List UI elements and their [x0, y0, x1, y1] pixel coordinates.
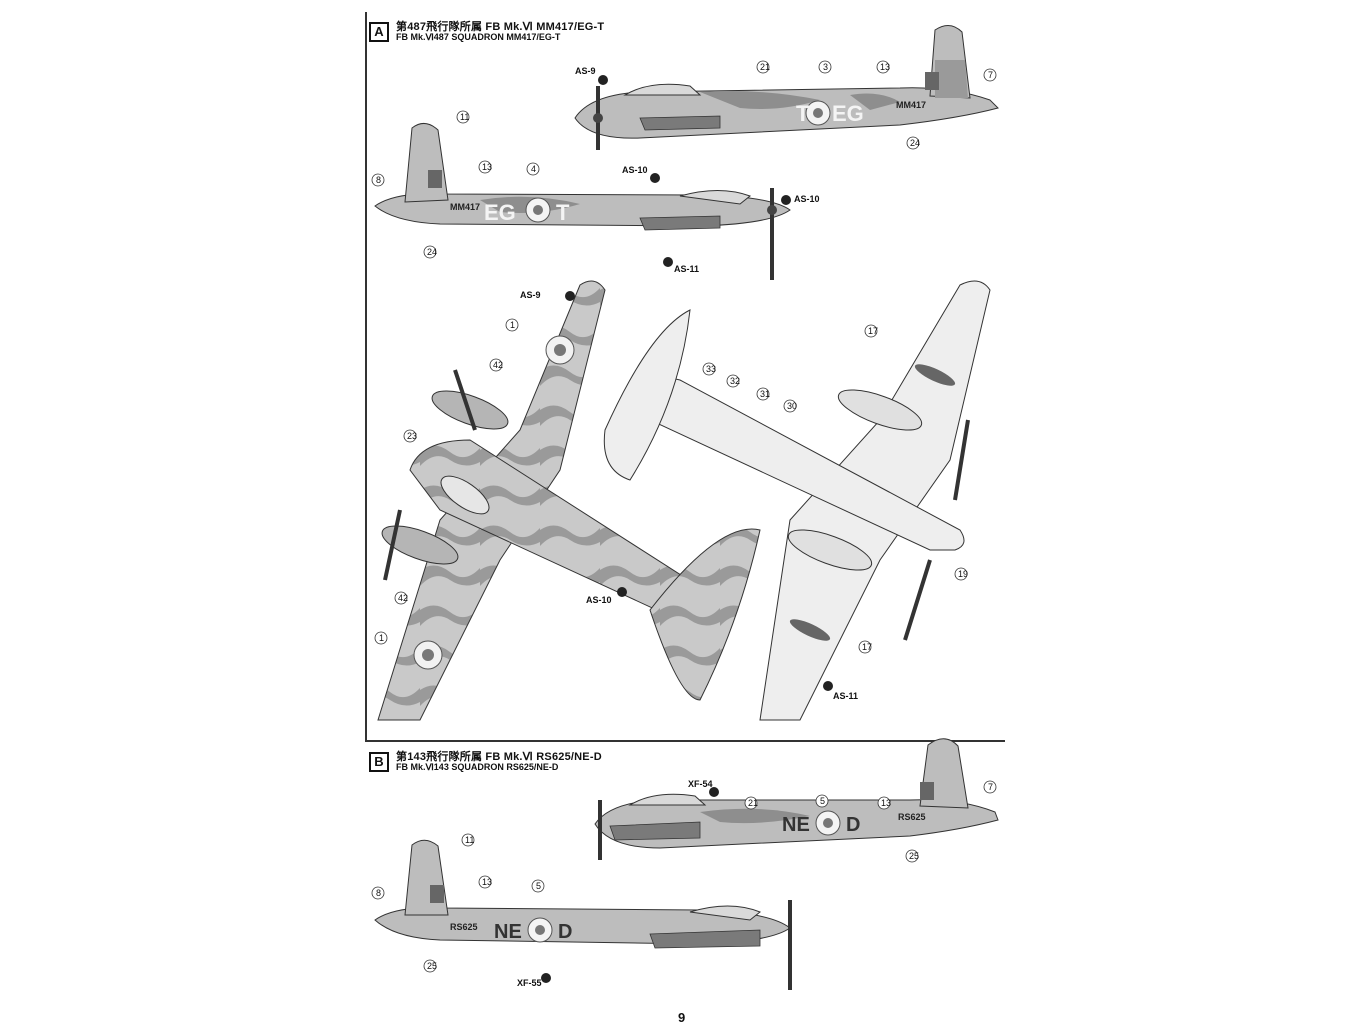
decal-25-b: 25 — [427, 961, 437, 971]
decal-5-b: 5 — [536, 881, 541, 891]
decal-11-a: 11 — [460, 112, 469, 122]
a-left-code-letters: EG — [484, 200, 516, 225]
section-divider-horizontal — [365, 740, 1005, 742]
a-left-code-letter: T — [556, 200, 570, 225]
section-divider-vertical — [365, 12, 367, 740]
callout-as11-bottom: AS-11 — [833, 691, 858, 701]
decal-5-a: 5 — [820, 796, 825, 806]
a-left-serial: MM417 — [450, 202, 480, 212]
decal-32: 32 — [730, 376, 740, 386]
callout-as10-nose: AS-10 — [794, 194, 820, 204]
decal-13-a: 13 — [880, 62, 890, 72]
decal-42-a: 42 — [493, 360, 503, 370]
decal-11-b: 11 — [465, 835, 474, 845]
b-left-code-letters: NE — [494, 921, 522, 943]
a-profile-right: T EG MM417 — [574, 25, 999, 150]
decal-1-a: 1 — [510, 320, 515, 330]
callout-as10-tail: AS-10 — [586, 595, 612, 605]
a-right-code-letter: T — [796, 101, 810, 126]
a-right-code-letters: EG — [832, 101, 864, 126]
b-left-code-letter: D — [558, 921, 572, 943]
b-profile-left: NE D RS625 — [374, 839, 792, 990]
decal-4: 4 — [531, 164, 536, 174]
decal-1-b: 1 — [379, 633, 384, 643]
section-b-subtitle: FB Mk.Ⅵ143 SQUADRON RS625/NE-D — [396, 762, 559, 772]
decal-21-b: 21 — [748, 798, 758, 808]
callout-as11-left: AS-11 — [674, 264, 699, 274]
decal-24-a: 24 — [910, 138, 920, 148]
decal-31: 31 — [760, 389, 770, 399]
section-b-marker: B — [369, 752, 389, 772]
b-right-code-letters: NE — [782, 814, 810, 836]
decal-8-b: 8 — [376, 888, 381, 898]
b-profile-right: NE D RS625 — [594, 738, 999, 860]
callout-as9-wing: AS-9 — [520, 290, 541, 300]
decal-33: 33 — [706, 364, 716, 374]
section-a-title: 第487飛行隊所属 FB Mk.Ⅵ MM417/EG-T — [396, 21, 605, 33]
decal-8-a: 8 — [376, 175, 381, 185]
decal-17-a: 17 — [868, 326, 878, 336]
decal-7-a: 7 — [988, 70, 993, 80]
callout-xf55: XF-55 — [517, 978, 542, 988]
a-profile-left: EG T MM417 — [374, 123, 791, 280]
decal-21-a: 21 — [760, 62, 770, 72]
decal-30: 30 — [787, 401, 797, 411]
decal-23: 23 — [407, 431, 417, 441]
b-right-code-letter: D — [846, 814, 860, 836]
callout-as9-top: AS-9 — [575, 66, 596, 76]
section-b-title: 第143飛行隊所属 FB Mk.Ⅵ RS625/NE-D — [396, 751, 602, 763]
callout-as10-left: AS-10 — [622, 165, 648, 175]
section-a-marker: A — [369, 22, 389, 42]
section-a-subtitle: FB Mk.Ⅵ487 SQUADRON MM417/EG-T — [396, 32, 561, 42]
callout-xf54: XF-54 — [688, 779, 713, 789]
a-bottom-view — [603, 280, 991, 721]
decal-19: 19 — [958, 569, 968, 579]
decal-17-b: 17 — [862, 642, 872, 652]
decal-24-b: 24 — [427, 247, 437, 257]
a-top-view — [377, 280, 761, 721]
decal-25-a: 25 — [909, 851, 919, 861]
page-number: 9 — [678, 1010, 686, 1025]
decal-number-callouts — [371, 60, 997, 973]
b-left-serial: RS625 — [450, 922, 478, 932]
decal-13-c: 13 — [881, 798, 891, 808]
decal-42-b: 42 — [398, 593, 408, 603]
decal-13-d: 13 — [482, 877, 492, 887]
decal-13-b: 13 — [482, 162, 492, 172]
b-right-serial: RS625 — [898, 812, 926, 822]
a-right-serial: MM417 — [896, 100, 926, 110]
decal-number-labels: 21 3 13 7 24 11 8 13 4 24 1 42 23 42 1 1… — [376, 62, 993, 971]
decal-3: 3 — [823, 62, 828, 72]
paint-callouts: AS-9 AS-10 AS-10 AS-11 AS-9 AS-10 AS-11 … — [517, 66, 858, 988]
decal-7-b: 7 — [988, 782, 993, 792]
